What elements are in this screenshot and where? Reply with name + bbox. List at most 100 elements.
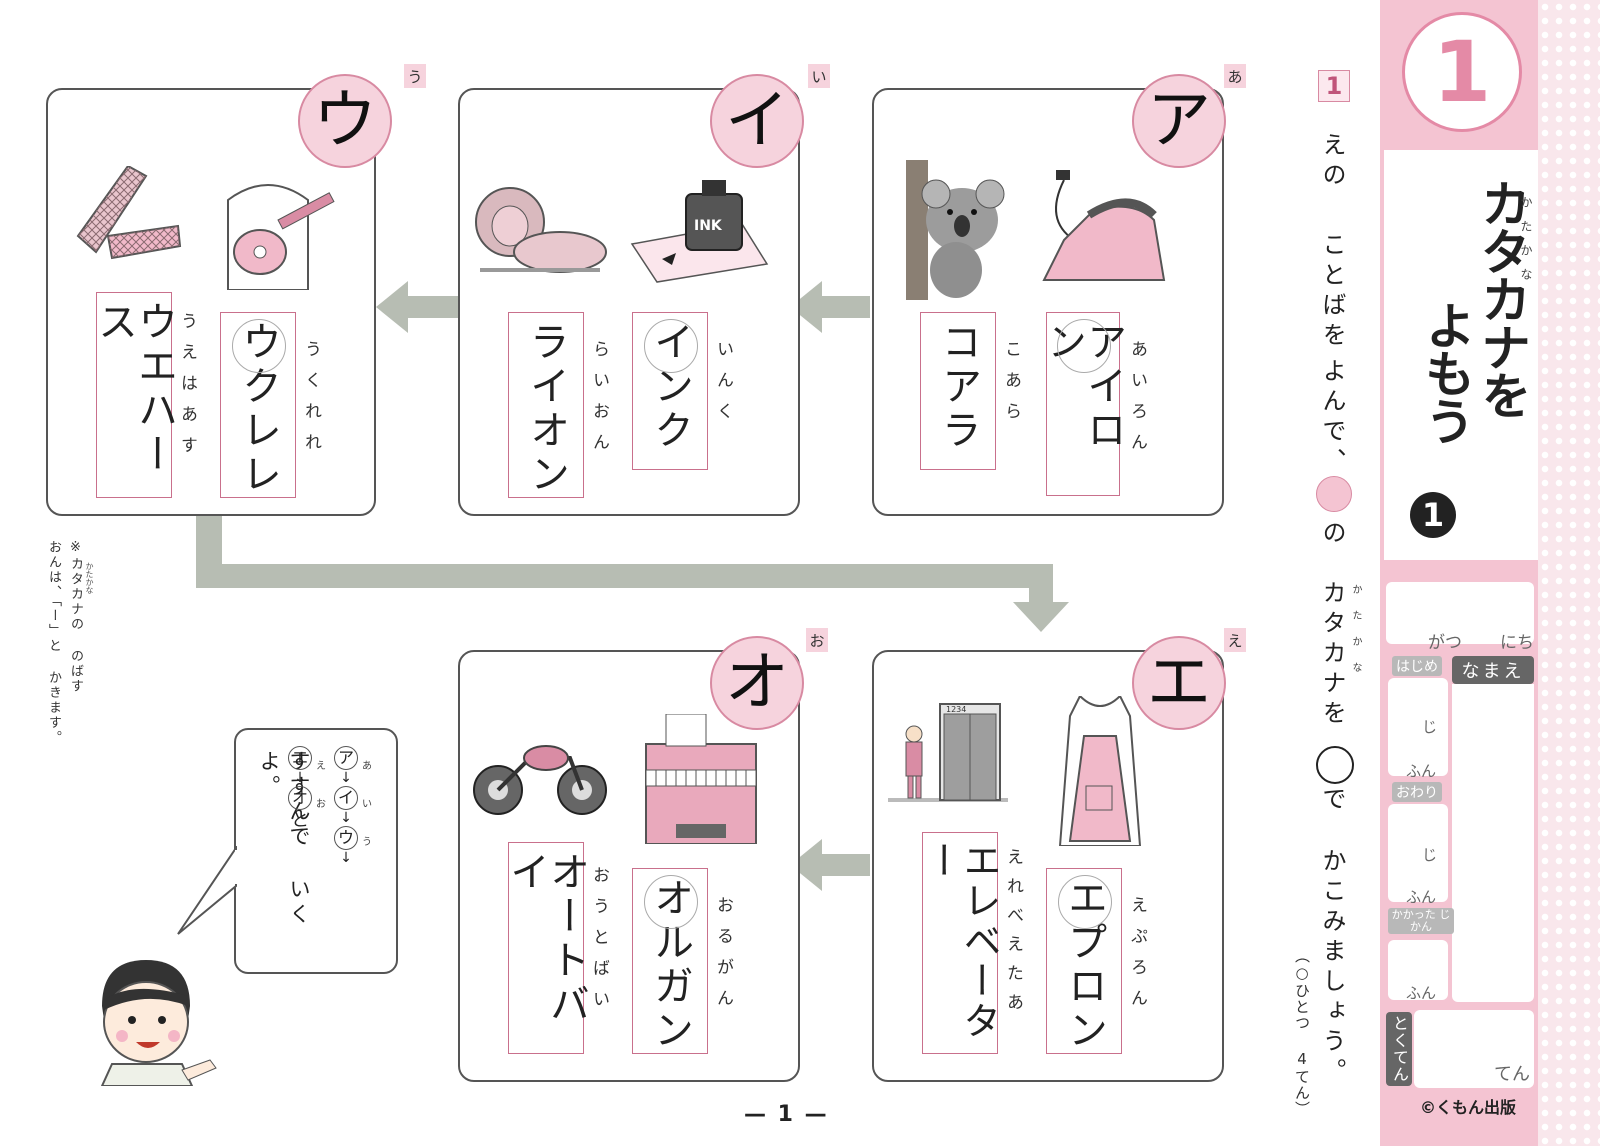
title-badge: 1 — [1410, 492, 1456, 538]
name-field[interactable] — [1452, 684, 1534, 1002]
tag-e: え — [1224, 628, 1246, 652]
flow-ruby-o: お — [316, 799, 326, 810]
arrow-u-to-e-across — [196, 564, 1052, 588]
elapsed-field[interactable] — [1388, 940, 1448, 1000]
first-letter-circle[interactable] — [644, 319, 698, 373]
title-line1: カタカナを — [1473, 178, 1531, 418]
pink-circle-sample — [1316, 476, 1352, 512]
iron-illustration — [1042, 170, 1166, 281]
first-letter-circle[interactable] — [232, 319, 286, 373]
ruby-inku: いんく — [713, 340, 733, 433]
start-time-field[interactable] — [1388, 678, 1448, 776]
word-koara: コアラ — [935, 321, 981, 453]
title-panel — [1384, 150, 1538, 560]
title-line1-ruby: かたかな — [1519, 196, 1533, 292]
end-time-field[interactable] — [1388, 804, 1448, 902]
title-line2: よもう — [1417, 300, 1475, 444]
elapsed-minute: ふん — [1406, 984, 1437, 1002]
start-minute: ふん — [1406, 762, 1437, 780]
card-u: ウ ウクレレ うくれれ ウエハース うえはあす — [46, 74, 392, 516]
letter-circle-e: エ — [1132, 636, 1226, 730]
floor-numbers: 1234 — [946, 705, 966, 714]
end-hour: じ — [1422, 846, 1438, 864]
word-raion: ライオン — [523, 321, 569, 497]
ink-label: INK — [694, 218, 723, 234]
apron-illustration — [1058, 696, 1142, 846]
instruction-points: （○ひとつ 4てん） — [1293, 948, 1311, 1117]
ruby-ootobai: おうとばい — [589, 866, 609, 1021]
ruby-raion: らいおん — [589, 340, 609, 464]
score-label: とくてん — [1386, 1012, 1412, 1086]
first-letter-circle[interactable] — [644, 875, 698, 929]
day-label: にち — [1500, 633, 1534, 653]
motorcycle-illustration — [473, 745, 607, 815]
koala-illustration — [906, 160, 1005, 300]
word-box-erebeetaa: エレベーター — [919, 832, 1001, 1054]
word-box-raion: ライオン — [508, 312, 584, 498]
start-label: はじめ — [1392, 656, 1442, 676]
arrow-e-to-o — [820, 854, 870, 876]
speech-flow-bottom-ruby: え お — [316, 748, 326, 824]
tag-a: あ — [1224, 64, 1246, 88]
instruction-col3: かこみましょう。 — [1318, 848, 1346, 1088]
flow-ruby-u: う — [362, 837, 372, 848]
arrow-i-to-u-head — [376, 281, 408, 333]
sidebar-dots — [1538, 0, 1600, 1146]
flow-o: オ — [288, 786, 312, 810]
flow-tail: と — [291, 810, 309, 831]
speech-flow-top: ア ↓ イ ↓ ウ ↓ — [334, 746, 358, 866]
tag-i: い — [808, 64, 830, 88]
ruby-koara: こあら — [1001, 340, 1021, 433]
flow-ruby-a: あ — [362, 761, 372, 772]
arrow-u-to-e-drop — [1029, 564, 1053, 604]
organ-illustration — [645, 714, 757, 844]
flow-e: エ — [288, 746, 312, 770]
instruction-col1-a: えの — [1318, 132, 1346, 192]
note-ruby: かたかな — [85, 562, 94, 594]
copyright: ©くもん出版 — [1420, 1098, 1517, 1117]
arrow-u-to-e-head — [1013, 602, 1069, 632]
page-number: — 1 — — [744, 1102, 829, 1127]
word-box-airon: アイロン — [1040, 312, 1126, 496]
points-label: てん — [1494, 1064, 1530, 1085]
word-ootobai: オートバイ — [503, 851, 589, 1027]
instruction-col2-ruby: かたかな — [1350, 584, 1361, 688]
instruction-col1-c: よんで、 — [1318, 358, 1346, 478]
score-field[interactable] — [1414, 1010, 1534, 1088]
ruby-uehaasu: うえはあす — [177, 312, 197, 467]
speech-tail — [177, 846, 239, 935]
flow-a: ア — [334, 746, 358, 770]
lion-illustration — [475, 187, 607, 273]
card-e: エ 1234 エプロン えぷろん エレベーター えれべえたあ — [872, 636, 1226, 1082]
ruby-ukurere: うくれれ — [301, 340, 321, 464]
note-line2: おんは、「ー」と かきます。 — [46, 540, 61, 746]
elevator-illustration: 1234 — [888, 703, 1008, 802]
name-header: なまえ — [1452, 656, 1534, 684]
arrow-i-to-u — [406, 296, 458, 318]
first-letter-circle[interactable] — [1058, 875, 1112, 929]
elapsed-label: かかった じかん — [1388, 908, 1454, 934]
boy-illustration — [100, 960, 217, 1086]
speech-flow-bottom: エ ↓ オ と — [288, 746, 312, 832]
first-letter-circle[interactable] — [1057, 319, 1111, 373]
word-box-epuron: エプロン — [1046, 868, 1122, 1054]
flow-ruby-e: え — [316, 761, 326, 772]
month-label: がつ — [1428, 633, 1462, 653]
word-box-ootobai: オートバイ — [503, 842, 589, 1054]
letter-circle-u: ウ — [298, 74, 392, 168]
letter-circle-i: イ — [710, 74, 804, 168]
lesson-number-circle: 1 — [1402, 12, 1522, 132]
speech-bubble: すすんで いくよ。 ア ↓ イ ↓ ウ ↓ あ い う エ ↓ オ と え お — [234, 728, 398, 974]
word-box-uehaasu: ウエハース — [91, 292, 177, 498]
start-hour: じ — [1422, 718, 1438, 736]
speech-text: すすんで いくよ。 — [257, 750, 311, 928]
instruction-col2-b: で — [1318, 786, 1346, 816]
ruby-epuron: えぷろん — [1127, 896, 1147, 1020]
word-uehaasu: ウエハース — [91, 301, 177, 477]
instruction-col2-a: カタカナを — [1318, 580, 1346, 730]
outline-circle-sample — [1316, 746, 1354, 784]
word-box-orugan: オルガン — [632, 868, 708, 1054]
tag-o: お — [806, 628, 828, 652]
wafer-illustration — [76, 166, 182, 260]
date-box[interactable] — [1386, 582, 1534, 644]
